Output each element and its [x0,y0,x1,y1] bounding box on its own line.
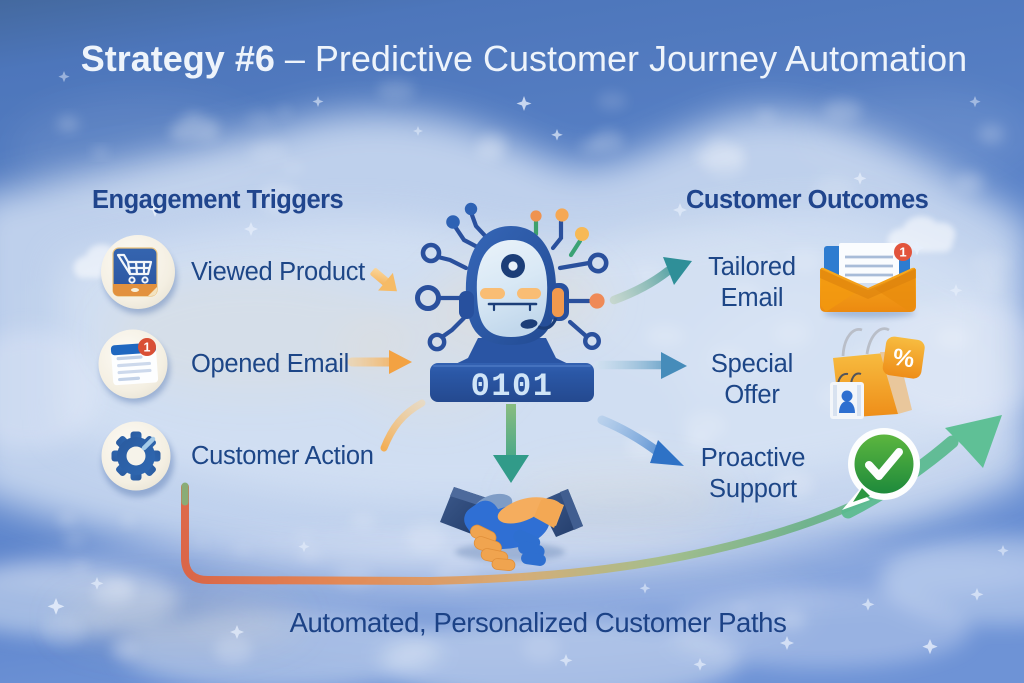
svg-text:0101: 0101 [471,368,554,405]
svg-text:1: 1 [144,341,151,355]
svg-text:Customer Action: Customer Action [191,442,374,470]
svg-text:Customer Outcomes: Customer Outcomes [686,186,929,214]
svg-text:Automated, Personalized Custom: Automated, Personalized Customer Paths [290,607,787,638]
svg-text:Tailored: Tailored [708,253,796,281]
svg-text:Special: Special [711,350,793,378]
svg-text:Proactive: Proactive [701,444,806,472]
svg-text:Strategy #6 – Predictive Custo: Strategy #6 – Predictive Customer Journe… [81,38,967,79]
svg-text:Offer: Offer [724,381,780,409]
svg-text:Support: Support [709,475,797,503]
svg-text:Opened Email: Opened Email [191,350,349,378]
svg-text:1: 1 [899,245,906,260]
svg-text:Viewed Product: Viewed Product [191,258,365,286]
svg-text:Email: Email [721,284,784,312]
svg-text:%: % [891,344,916,374]
svg-text:Engagement Triggers: Engagement Triggers [92,186,344,214]
